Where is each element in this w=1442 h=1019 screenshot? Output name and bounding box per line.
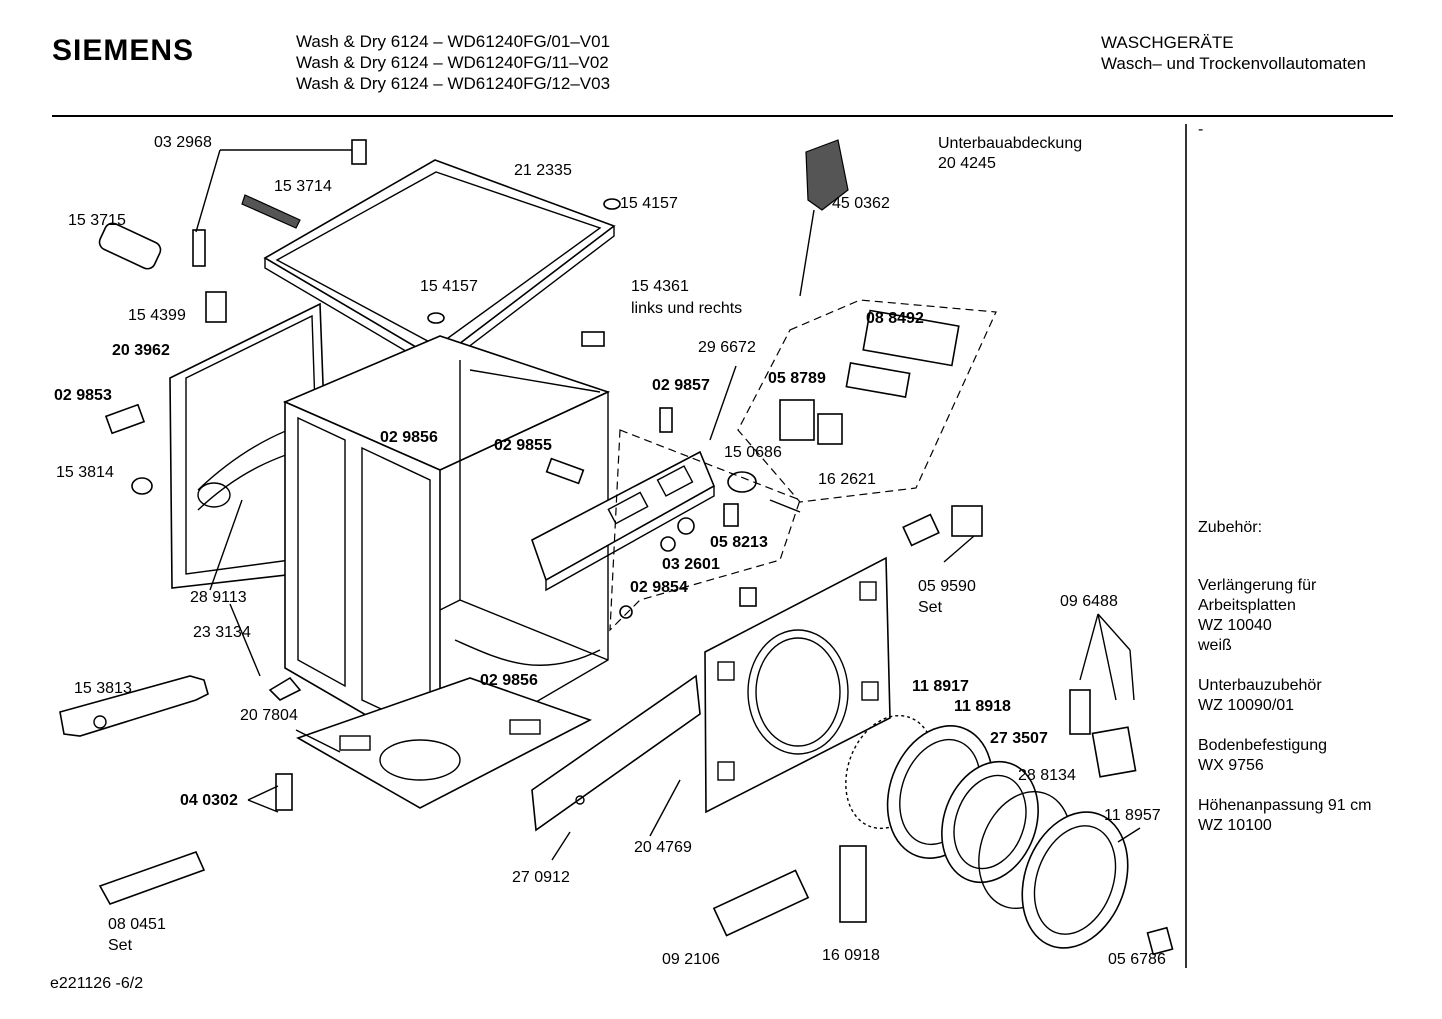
part-label: 27 0912 [512, 869, 570, 886]
part-label: 15 4157 [620, 195, 678, 212]
accessory-line: Höhenanpassung 91 cm [1198, 797, 1372, 814]
part-label: 15 3714 [274, 178, 332, 195]
part-label: 27 3507 [990, 730, 1048, 747]
part-label: 08 8492 [866, 310, 924, 327]
base-cover-number: 20 4245 [938, 155, 996, 172]
part-label: 29 6672 [698, 339, 756, 356]
part-note: Set [108, 937, 133, 954]
part-label: 11 8918 [954, 698, 1011, 715]
base-cover-label: Unterbauabdeckung [938, 135, 1083, 152]
part-label: 02 9854 [630, 579, 688, 596]
control-panel-part [531, 450, 716, 592]
spanner-part [59, 675, 209, 737]
electrical-group-outline [737, 299, 997, 503]
accessory-line: WX 9756 [1198, 757, 1264, 774]
sidebar-dash: - [1198, 121, 1204, 138]
leader-lines [195, 149, 1141, 861]
part-label: 02 9855 [494, 437, 552, 454]
part-label: 20 3962 [112, 342, 170, 359]
part-label: 03 2968 [154, 134, 212, 151]
front-panel-part [704, 556, 891, 814]
part-label: 15 4399 [128, 307, 186, 324]
part-label: 15 3814 [56, 464, 114, 481]
part-label: 02 9856 [380, 429, 438, 446]
model-line-3: Wash & Dry 6124 – WD61240FG/12–V03 [296, 74, 611, 93]
part-label: 16 0918 [822, 947, 880, 964]
part-label: 11 8917 [912, 678, 969, 695]
part-label: 21 2335 [514, 162, 572, 179]
part-label: 11 8957 [1104, 807, 1161, 824]
accessory-item: Höhenanpassung 91 cm WZ 10100 [1198, 796, 1371, 836]
part-label: 15 3813 [74, 680, 132, 697]
model-line-2: Wash & Dry 6124 – WD61240FG/11–V02 [296, 53, 609, 72]
base-plate-part [296, 677, 593, 809]
part-note: links und rechts [631, 300, 743, 317]
door-assembly-part [845, 714, 1129, 949]
part-label: 15 4157 [420, 278, 478, 295]
category-subtitle: Wasch– und Trockenvollautomaten [1101, 54, 1366, 73]
accessory-item: Verlängerung für Arbeitsplatten WZ 10040… [1198, 576, 1316, 656]
accessory-line: WZ 10040 [1198, 617, 1272, 634]
part-label: 23 3134 [193, 624, 251, 641]
part-label: 09 6488 [1060, 593, 1118, 610]
accessory-line: Arbeitsplatten [1198, 597, 1296, 614]
part-label: 02 9857 [652, 377, 710, 394]
accessory-line: Bodenbefestigung [1198, 737, 1327, 754]
accessory-item: Unterbauzubehör WZ 10090/01 [1198, 676, 1322, 716]
part-label: 15 0686 [724, 444, 782, 461]
brand-logo: SIEMENS [52, 34, 195, 67]
part-label: 02 9856 [480, 672, 538, 689]
accessory-line: Verlängerung für [1198, 577, 1317, 594]
part-label: 05 8213 [710, 534, 768, 551]
plinth-part [531, 674, 701, 832]
part-label: 45 0362 [832, 195, 890, 212]
small-parts [98, 139, 1174, 956]
part-label: 08 0451 [108, 916, 166, 933]
document-code: e221126 -6/2 [50, 975, 144, 992]
accessory-item: Bodenbefestigung WX 9756 [1198, 736, 1327, 776]
part-label: 05 8789 [768, 370, 826, 387]
mains-plug-part [799, 139, 849, 297]
part-label: 15 4361 [631, 278, 689, 295]
accessory-line: WZ 10090/01 [1198, 697, 1295, 714]
part-label: 20 4769 [634, 839, 692, 856]
part-label: 16 2621 [818, 471, 876, 488]
part-label: 28 8134 [1018, 767, 1076, 784]
control-group-outline [609, 429, 801, 632]
accessory-line: weiß [1198, 637, 1232, 654]
part-label: 05 9590 [918, 578, 976, 595]
part-label: 05 6786 [1108, 951, 1166, 968]
part-label: 20 7804 [240, 707, 298, 724]
category-title: WASCHGERÄTE [1101, 33, 1234, 52]
part-label: 02 9853 [54, 387, 112, 404]
accessories-heading: Zubehör: [1198, 519, 1263, 536]
part-note: Set [918, 599, 943, 616]
part-label: 15 3715 [68, 212, 126, 229]
part-label: 03 2601 [662, 556, 720, 573]
model-line-1: Wash & Dry 6124 – WD61240FG/01–V01 [296, 32, 611, 51]
accessory-line: Unterbauzubehör [1198, 677, 1322, 694]
accessory-line: WZ 10100 [1198, 817, 1272, 834]
part-label: 28 9113 [190, 589, 247, 606]
part-label: 09 2106 [662, 951, 720, 968]
part-label: 04 0302 [180, 792, 238, 809]
